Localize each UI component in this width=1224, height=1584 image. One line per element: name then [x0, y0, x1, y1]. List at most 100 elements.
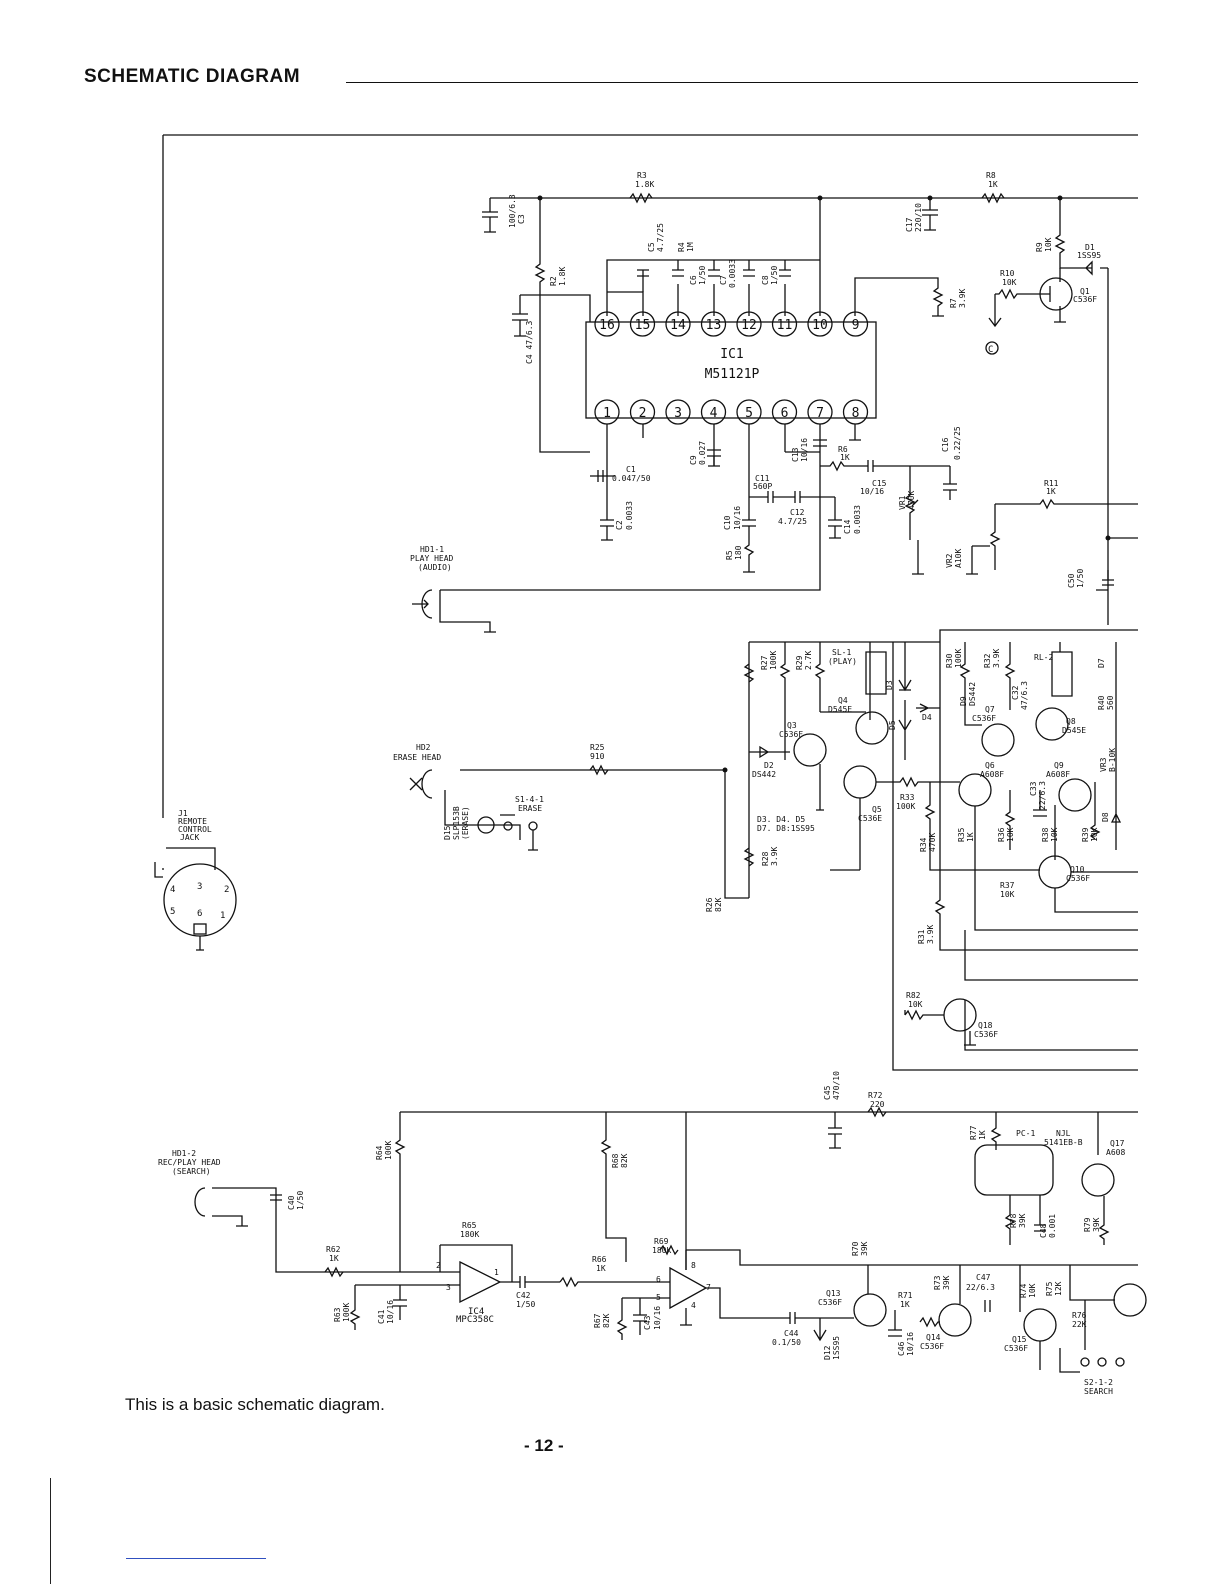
ic1-top-pin-label-9: 9: [852, 318, 860, 333]
label-r39: R39: [1081, 827, 1090, 842]
label-r25v: 910: [590, 752, 605, 761]
label-r9v: 10K: [1044, 237, 1053, 252]
label-c3: C3: [517, 214, 526, 224]
label-c33v: 22/6.3: [1038, 781, 1047, 810]
label-d5: D5: [888, 720, 897, 730]
label-r33v: 100K: [896, 802, 915, 811]
ic1-name: IC1: [720, 347, 743, 362]
label-c7v: 0.0033: [728, 259, 737, 288]
label-d7: D7: [1097, 658, 1106, 668]
hd1-1-ref: HD1-1: [420, 545, 444, 554]
label-r27v: 100K: [769, 651, 778, 670]
s2-1-2-ref: S2-1-2: [1084, 1378, 1113, 1387]
label-r32v: 3.9K: [992, 649, 1001, 668]
label-r36v: 10K: [1006, 827, 1015, 842]
hd1-1-name: PLAY HEAD: [410, 554, 454, 563]
label-r29: R29: [795, 655, 804, 670]
hd1-2-ref: HD1-2: [172, 1149, 196, 1158]
label-c32: C32: [1011, 685, 1020, 700]
label-d2: D2: [764, 761, 774, 770]
label-r2v: 1.8K: [558, 267, 567, 286]
label-vr2: VR2: [945, 553, 954, 568]
label-d1: D1: [1085, 243, 1095, 252]
label-r71v: 1K: [900, 1300, 910, 1309]
label-q14v: C536F: [920, 1342, 944, 1351]
label-r68: R68: [611, 1153, 620, 1168]
label-c48v: 0.001: [1048, 1214, 1057, 1238]
label-r28: R28: [761, 851, 770, 866]
label-pin3: 3: [446, 1283, 451, 1292]
sl1-name: (PLAY): [828, 657, 857, 666]
label-d15: D15: [443, 825, 452, 840]
label-c44: C44: [784, 1329, 799, 1338]
label-r39v: 10K: [1090, 827, 1099, 842]
label-r28v: 3.9K: [770, 847, 779, 866]
label-r37v: 10K: [1000, 890, 1015, 899]
label-r69v: 180K: [652, 1246, 671, 1255]
jack-line1: REMOTE: [178, 817, 207, 826]
ic1-top-pin-label-12: 12: [741, 318, 757, 333]
label-c11v: 560P: [753, 482, 772, 491]
label-r10: R10: [1000, 269, 1015, 278]
label-r69: R69: [654, 1237, 669, 1246]
label-q18: Q18: [978, 1021, 993, 1030]
label-r62v: 1K: [329, 1254, 339, 1263]
label-q17v: A608: [1106, 1148, 1125, 1157]
label-pin1: 1: [494, 1268, 499, 1277]
label-c42: C42: [516, 1291, 531, 1300]
label-q6: Q6: [985, 761, 995, 770]
label-r67: R67: [593, 1313, 602, 1328]
label-r9: R9: [1035, 242, 1044, 252]
diode-note-line1: D3. D4. D5: [757, 815, 805, 824]
label-r62: R62: [326, 1245, 341, 1254]
label-r71: R71: [898, 1291, 913, 1300]
label-c40v: 1/50: [296, 1191, 305, 1210]
label-q8: Q8: [1066, 717, 1076, 726]
label-c10v: 10/16: [733, 506, 742, 530]
ic1-top-pin-label-10: 10: [812, 318, 828, 333]
label-q15v: C536F: [1004, 1344, 1028, 1353]
page-number: - 12 -: [524, 1436, 564, 1455]
label-r76v: 22K: [1072, 1320, 1087, 1329]
label-c46v: 10/16: [906, 1332, 915, 1356]
ic4-part: MPC358C: [456, 1315, 494, 1325]
label-vr1v: 470K: [907, 491, 916, 510]
label-c10: C10: [723, 515, 732, 530]
label-c45: C45: [823, 1085, 832, 1100]
label-r30: R30: [945, 653, 954, 668]
label-q10v: C536F: [1066, 874, 1090, 883]
label-r32: R32: [983, 653, 992, 668]
footnote: This is a basic schematic diagram.: [125, 1395, 385, 1414]
label-vr3: VR3: [1099, 757, 1108, 772]
ic1-bottom-pin-label-7: 7: [816, 406, 824, 421]
label-c45v: 470/10: [832, 1071, 841, 1100]
label-c33: C33: [1029, 781, 1038, 796]
label-d4: D4: [922, 713, 932, 722]
label-c13v: 10/16: [800, 438, 809, 462]
label-pin5: 5: [656, 1293, 661, 1302]
label-r5v: 180: [734, 545, 743, 560]
label-c32v: 47/6.3: [1020, 681, 1029, 710]
pc1-part2: 5141EB-B: [1044, 1138, 1083, 1147]
label-d2v: DS442: [752, 770, 776, 779]
ic1-top-pin-label-13: 13: [706, 318, 722, 333]
label-r40: R40: [1097, 695, 1106, 710]
label-q14: Q14: [926, 1333, 941, 1342]
label-c14: C14: [843, 519, 852, 534]
label-r65: R65: [462, 1221, 477, 1230]
label-c50v: 1/50: [1076, 569, 1085, 588]
jack-line2: CONTROL: [178, 825, 212, 834]
label-r72: R72: [868, 1091, 883, 1100]
label-r26: R26: [705, 897, 714, 912]
label-d12v: 1SS95: [832, 1336, 841, 1360]
label-q13: Q13: [826, 1289, 841, 1298]
label-c1v: 0.047/50: [612, 474, 651, 483]
label-q1: Q1: [1080, 287, 1090, 296]
title-rule: [346, 82, 1138, 83]
label-q5: Q5: [872, 805, 882, 814]
label-q9v: A608F: [1046, 770, 1070, 779]
label-r25: R25: [590, 743, 605, 752]
label-r70v: 39K: [860, 1241, 869, 1256]
label-r33: R33: [900, 793, 915, 802]
label-r64v: 100K: [384, 1141, 393, 1160]
